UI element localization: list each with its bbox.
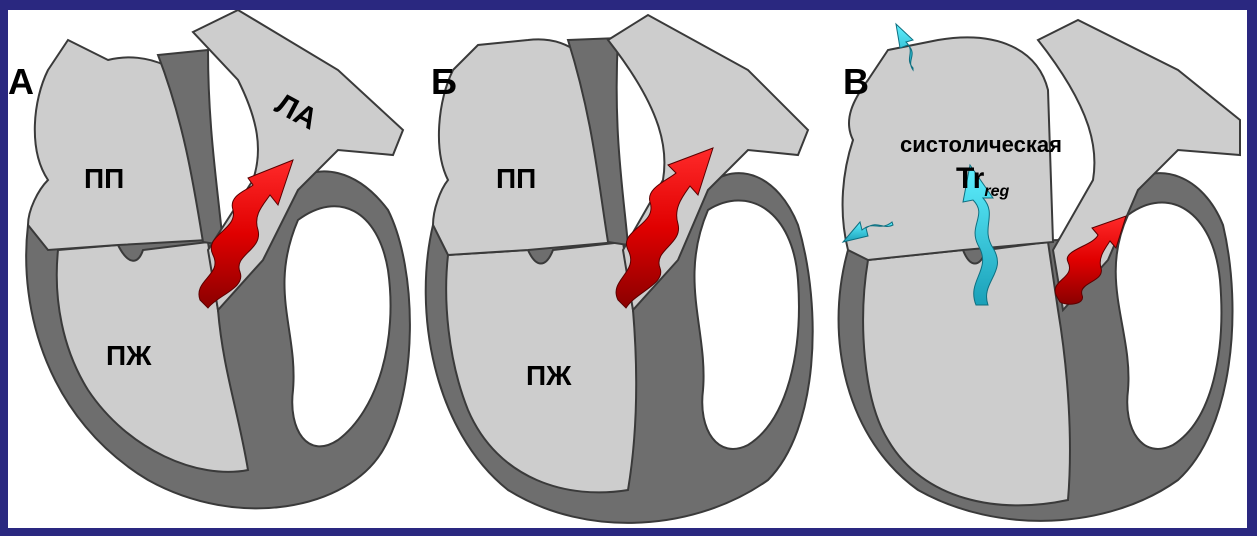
panel-c-tr-main: Tr xyxy=(956,162,985,195)
panel-c-letter: В xyxy=(843,61,869,102)
heart-diagrams: А ПП ПЖ ЛА Б ПП ПЖ В систолическая Trreg xyxy=(8,10,1247,528)
panel-a-rv-label: ПЖ xyxy=(106,340,152,371)
panel-c-regurg-label: систолическая xyxy=(900,132,1062,157)
panel-a: А ПП ПЖ ЛА xyxy=(8,10,410,508)
panel-b-rv-label: ПЖ xyxy=(526,360,572,391)
panel-c-tr-sub: reg xyxy=(984,183,1009,200)
panel-b-ra-label: ПП xyxy=(496,163,536,194)
panel-c: В систолическая Trreg xyxy=(839,20,1240,521)
panel-a-ra-label: ПП xyxy=(84,163,124,194)
panel-b: Б ПП ПЖ xyxy=(426,15,813,523)
panel-b-letter: Б xyxy=(431,61,457,102)
panel-a-letter: А xyxy=(8,61,34,102)
